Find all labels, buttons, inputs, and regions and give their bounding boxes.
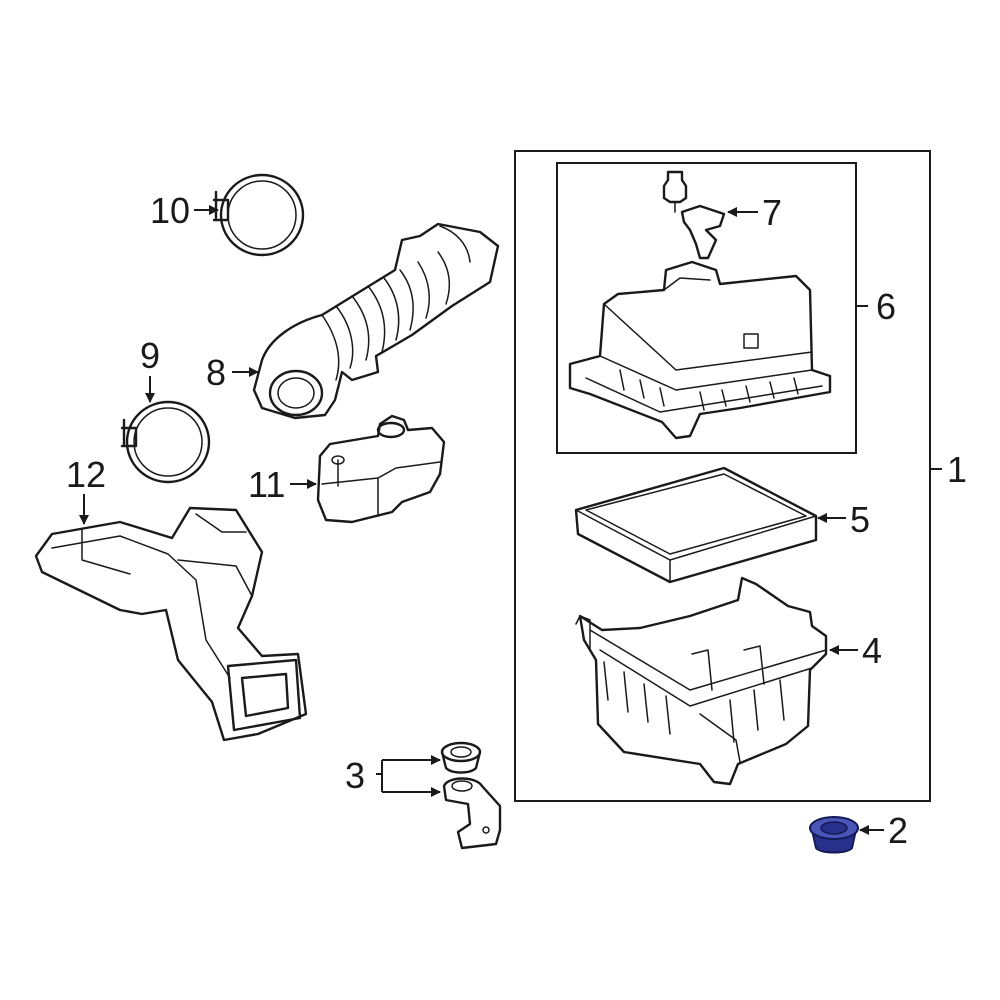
clip-7[interactable]: [662, 170, 726, 260]
callout-9: 9: [140, 335, 160, 376]
callout-4: 4: [862, 630, 882, 671]
callout-1: 1: [947, 449, 967, 490]
grommet-bracket-3[interactable]: [440, 741, 502, 850]
hose-clamp-9[interactable]: [120, 400, 211, 484]
leader-3-bracket: [376, 760, 383, 792]
assembly-frame-outer: [514, 150, 931, 802]
air-cleaner-case-4[interactable]: [575, 576, 828, 786]
callout-11: 11: [248, 464, 285, 505]
callout-10: 10: [150, 190, 190, 231]
callout-6: 6: [876, 286, 896, 327]
grommet-2[interactable]: [809, 816, 859, 854]
hose-clamp-10[interactable]: [212, 173, 305, 257]
assembly-frame-inner: [556, 162, 857, 454]
callout-2: 2: [888, 810, 908, 851]
callout-7: 7: [762, 192, 782, 233]
air-filter-5[interactable]: [574, 466, 818, 584]
air-duct-12[interactable]: [34, 506, 308, 742]
air-cleaner-cap-6[interactable]: [568, 260, 832, 440]
callout-12: 12: [66, 454, 106, 495]
callout-5: 5: [850, 499, 870, 540]
callout-8: 8: [206, 352, 226, 393]
intake-hose-8[interactable]: [252, 222, 500, 420]
resonator-11[interactable]: [316, 414, 446, 524]
callout-3: 3: [345, 755, 365, 796]
